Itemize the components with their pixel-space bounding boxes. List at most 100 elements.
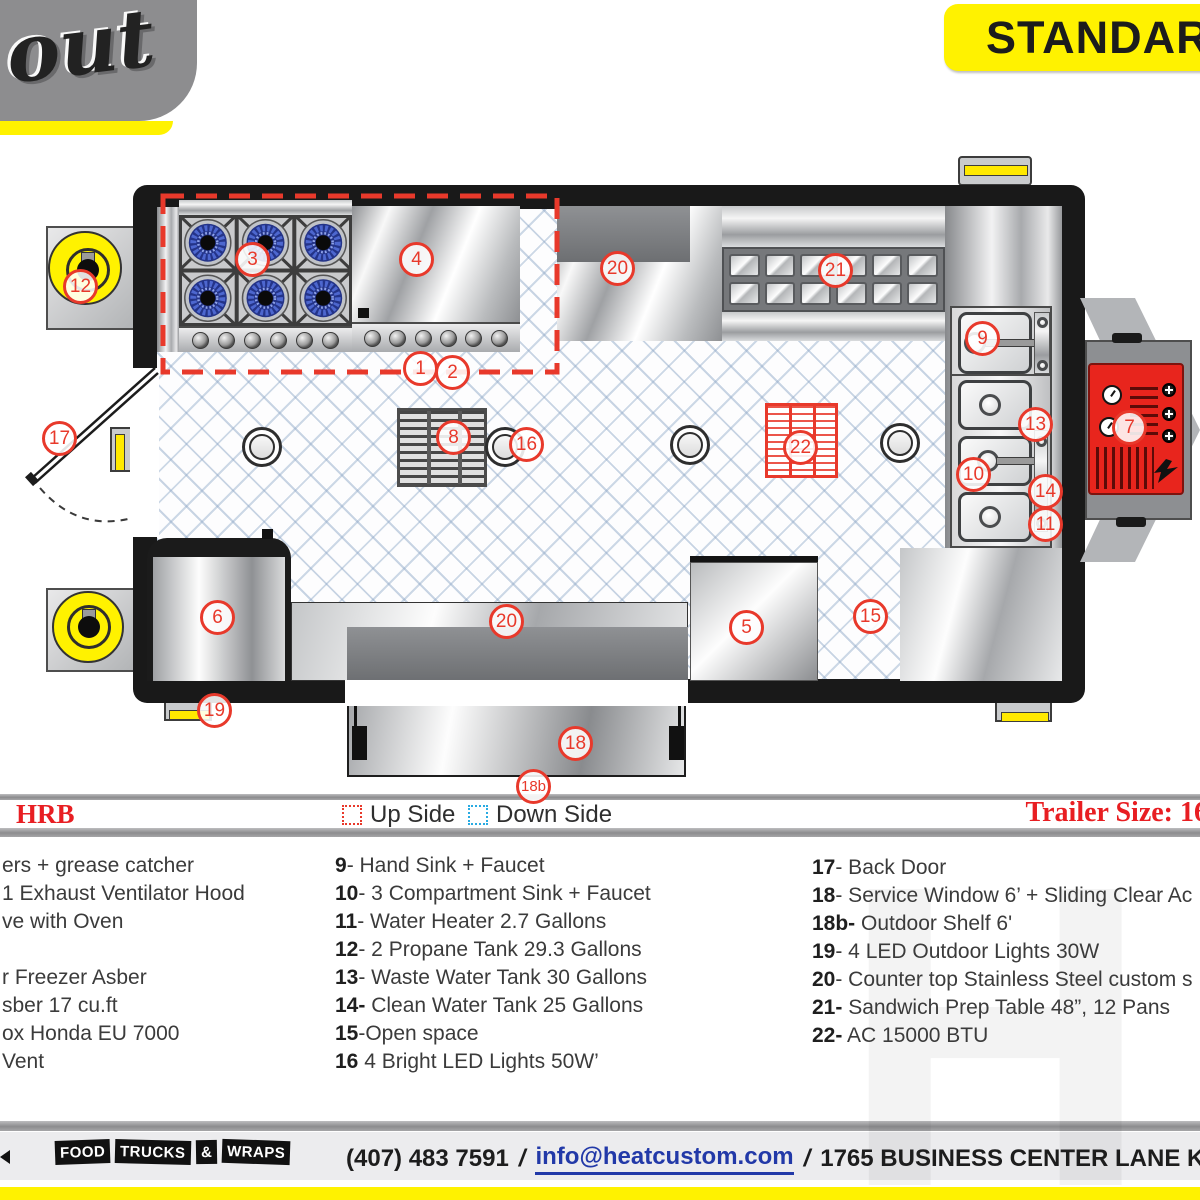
marker-11: 11 <box>1028 507 1063 542</box>
up-side-label: Up Side <box>370 801 456 828</box>
generator-gauge-1 <box>1102 385 1122 405</box>
equipment-item: 18- Service Window 6’ + Sliding Clear Ac <box>812 884 1193 907</box>
service-window-cap-left <box>352 726 367 760</box>
generator-tab-top <box>1112 333 1142 343</box>
logo-script-text: out <box>0 0 160 102</box>
equipment-item: 15-Open space <box>335 1022 479 1045</box>
marker-5: 5 <box>729 610 764 645</box>
marker-21: 21 <box>818 253 853 288</box>
burner-knob <box>389 329 407 347</box>
equipment-item: 21- Sandwich Prep Table 48”, 12 Pans <box>812 996 1171 1019</box>
griddle <box>352 206 520 322</box>
generator-knob-2 <box>1162 407 1176 421</box>
hand-sink-knob-bottom <box>1037 360 1048 371</box>
separator-slash-2: / <box>803 1145 811 1172</box>
prep-pan <box>871 282 903 305</box>
service-window-cap-right <box>669 726 684 760</box>
led-light-top-right <box>958 156 1032 186</box>
up-side-key: Up Side <box>342 801 455 829</box>
down-side-swatch <box>468 805 488 825</box>
freezer-vent-stub <box>262 529 273 539</box>
brand-word: TRUCKS <box>115 1139 192 1165</box>
marker-3: 3 <box>235 242 270 277</box>
equipment-item: 17- Back Door <box>812 856 947 879</box>
stove-knob-panel <box>179 326 352 352</box>
compartment-sink-drain-3 <box>979 506 1001 528</box>
propane-tank-bottom-collar <box>67 605 111 649</box>
prep-table-top-band <box>722 206 945 247</box>
service-window-hinge-left <box>354 703 357 729</box>
marker-1: 1 <box>403 351 438 386</box>
prep-pan <box>835 282 867 305</box>
phone-number: (407) 483 7591 <box>346 1145 509 1172</box>
equipment-item: ox Honda EU 7000 <box>2 1022 180 1045</box>
equipment-item: 19- 4 LED Outdoor Lights 30W <box>812 940 1100 963</box>
generator-bolt-icon <box>1154 459 1178 483</box>
burner-knob <box>364 329 382 347</box>
burner-knob <box>270 331 288 349</box>
propane-tank-bottom-center <box>78 616 100 638</box>
prep-pan <box>907 282 938 305</box>
divider-bar-bottom <box>0 828 1200 837</box>
prep-pan <box>907 254 938 277</box>
trailer-size-label: Trailer Size: 16 <box>1025 797 1200 828</box>
logo-underline <box>0 121 173 135</box>
counter-top-lower-dark-zone <box>347 627 688 681</box>
equipment-item: 10- 3 Compartment Sink + Faucet <box>335 882 651 905</box>
equipment-item: Vent <box>2 1050 45 1073</box>
stove-side-counter <box>157 207 179 352</box>
separator-slash: / <box>518 1145 526 1172</box>
burner-knob <box>414 329 432 347</box>
ceiling-light-1 <box>242 427 282 467</box>
prep-pan <box>729 282 760 305</box>
led-light-bottom-right <box>995 701 1052 722</box>
marker-9: 9 <box>965 321 1000 356</box>
email-link[interactable]: info@heatcustom.com <box>535 1143 794 1175</box>
up-side-swatch <box>342 805 362 825</box>
generator-knob-1 <box>1162 383 1176 397</box>
footer-yellow-stripe <box>0 1187 1200 1200</box>
footer-contact: (407) 483 7591 / info@heatcustom.com / 1… <box>346 1143 1200 1175</box>
equipment-item <box>2 936 245 964</box>
marker-14: 14 <box>1028 474 1063 509</box>
burner-knob <box>440 329 458 347</box>
marker-16: 16 <box>509 427 544 462</box>
burner-knob <box>465 329 483 347</box>
standard-banner: STANDARD <box>944 4 1200 71</box>
prep-pan <box>800 282 831 305</box>
brand-word: WRAPS <box>221 1138 291 1166</box>
ceiling-light-3 <box>670 425 710 465</box>
prep-pan <box>871 254 903 277</box>
equipment-item: ers + grease catcher <box>2 854 195 877</box>
generator-knob-3 <box>1162 429 1176 443</box>
equipment-item: 12- 2 Propane Tank 29.3 Gallons <box>335 938 642 961</box>
footer-left-arrow-icon <box>0 1150 10 1164</box>
equipment-item: 22- AC 15000 BTU <box>812 1024 989 1047</box>
equipment-item: 11- Water Heater 2.7 Gallons <box>335 910 607 933</box>
equipment-item: 20- Counter top Stainless Steel custom s <box>812 968 1193 991</box>
ceiling-light-4 <box>880 423 920 463</box>
brand-word: & <box>195 1139 218 1165</box>
marker-8: 8 <box>436 420 471 455</box>
service-window-panel <box>347 703 686 777</box>
equipment-item: 14- Clean Water Tank 25 Gallons <box>335 994 644 1017</box>
equipment-item: r Freezer Asber <box>2 966 147 989</box>
door-swing-arc <box>39 487 133 523</box>
equipment-item: 1 Exhaust Ventilator Hood <box>2 882 245 905</box>
marker-4: 4 <box>399 242 434 277</box>
brand-word: FOOD <box>54 1139 111 1165</box>
watermark-h: H <box>840 790 1151 1200</box>
burner-knob <box>322 331 340 349</box>
model-label: HRB <box>16 799 75 829</box>
equipment-item: 9- Hand Sink + Faucet <box>335 854 545 877</box>
generator-tab-bottom <box>1116 517 1146 527</box>
burner-knob <box>191 331 209 349</box>
griddle-latch <box>358 308 369 318</box>
burner-knob <box>490 329 508 347</box>
down-side-label: Down Side <box>496 801 613 828</box>
equipment-list-column-3: 17- Back Door 18- Service Window 6’ + Sli… <box>812 854 1193 1050</box>
burner-knob <box>296 331 314 349</box>
equipment-list-column-2: 9- Hand Sink + Faucet 10- 3 Compartment S… <box>335 852 651 1076</box>
brand-logo-plate <box>0 0 197 121</box>
